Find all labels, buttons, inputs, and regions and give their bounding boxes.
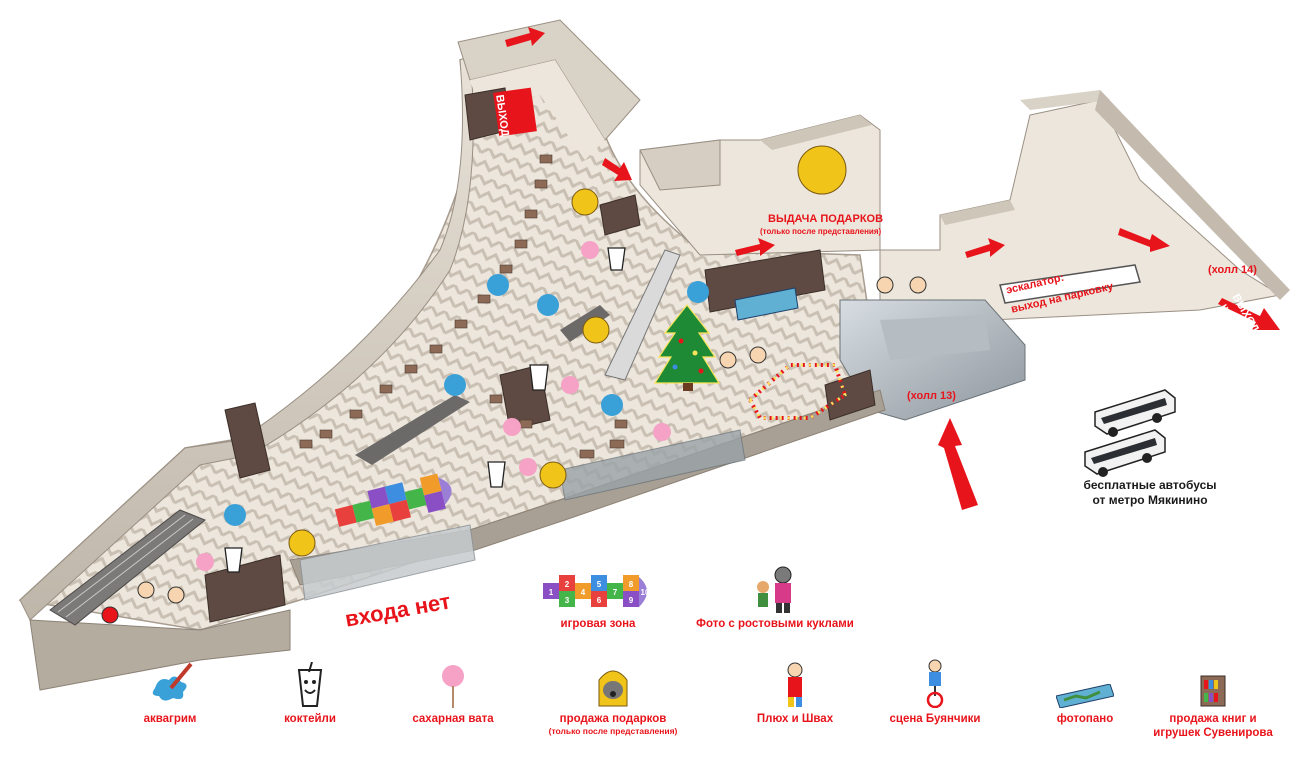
book-shelf-icon (1133, 660, 1293, 708)
exit-sign (493, 87, 537, 137)
hopscotch-number: 8 (629, 580, 634, 589)
bus-icon (1084, 389, 1176, 477)
legend-aquagrim-label: аквагрим (143, 713, 197, 725)
legend-gift-sales-note: (только после представления) (548, 726, 678, 736)
legend-cotton-candy-label: сахарная вата (412, 713, 494, 725)
legend-photo-panel: фотопано (1005, 660, 1165, 726)
legend-photo-dolls: Фото с ростовыми куклами (695, 565, 855, 631)
hopscotch-number: 4 (581, 588, 586, 597)
paint-splash-icon (224, 274, 709, 526)
unicycle-clown-icon (855, 659, 1015, 708)
legend-aquagrim: аквагрим (90, 660, 250, 726)
legend-play-zone-label: игровая зона (560, 618, 636, 630)
cotton-candy-icon (373, 660, 533, 708)
glass-fence-2 (559, 429, 746, 501)
gifts-note: (только после представления) (760, 227, 882, 236)
legend-stage: сцена Буянчики (855, 659, 1015, 726)
wolf-gift-icon (288, 145, 847, 557)
hopscotch-number: 7 (613, 588, 618, 597)
cotton-candy-icon (196, 241, 671, 571)
hopscotch-number: 10 (641, 588, 650, 597)
tree-icon (653, 304, 721, 391)
legend-cotton-candy: сахарная вата (373, 660, 533, 726)
legend-plush-label: Плюх и Швах (756, 713, 834, 725)
hopscotch-number: 6 (597, 596, 602, 605)
legend-photo-panel-label: фотопано (1056, 713, 1114, 725)
paint-splash-icon (90, 660, 250, 708)
legend-plush: Плюх и Швах (715, 660, 875, 726)
legend-stage-label: сцена Буянчики (889, 713, 981, 725)
hall14-label: (холл 14) (1208, 264, 1257, 276)
hopscotch-icon: 1 2 3 4 5 6 7 8 9 10 (518, 565, 678, 613)
clown-icon (715, 660, 875, 708)
hopscotch-number: 3 (565, 596, 570, 605)
parking-escalator (999, 264, 1141, 304)
hopscotch-map (334, 473, 452, 527)
hall13-label: (холл 13) (907, 390, 956, 402)
hall13-block (839, 299, 1026, 421)
hopscotch-number: 9 (629, 596, 634, 605)
photo-panel-icon (734, 287, 799, 321)
gifts-title: ВЫДАЧА ПОДАРКОВ (768, 213, 884, 225)
legend-cocktails-label: коктейли (284, 713, 336, 725)
bus-label-1: бесплатные автобусы (1083, 478, 1217, 492)
hopscotch-number: 5 (597, 580, 602, 589)
legend-books: продажа книг и игрушек Сувенирова (1133, 660, 1293, 740)
legend-books-label-1: продажа книг и (1169, 713, 1257, 725)
bus-label-2: от метро Мякинино (1092, 493, 1208, 507)
cocktail-icon (224, 247, 626, 573)
legend-gift-sales-label: продажа подарков (559, 713, 667, 725)
stage-circle (747, 363, 848, 420)
legend-photo-dolls-label: Фото с ростовыми куклами (696, 618, 854, 630)
left-escalators (49, 509, 206, 626)
clown-icon (101, 276, 927, 624)
legend-gift-sales: продажа подарков (только после представл… (533, 660, 693, 736)
hopscotch-number: 1 (549, 588, 554, 597)
hopscotch-number: 2 (565, 580, 570, 589)
legend-books-label-2: игрушек Сувенирова (1153, 727, 1273, 739)
photo-panel-icon (1005, 660, 1165, 708)
glass-fence (299, 524, 476, 601)
top-corridor (457, 19, 641, 160)
photo-dolls-icon (695, 565, 855, 613)
wolf-gift-icon (533, 660, 693, 708)
cocktail-icon (230, 660, 390, 708)
arrow-icon (505, 27, 1280, 510)
legend-cocktails: коктейли (230, 660, 390, 726)
legend-play-zone: 1 2 3 4 5 6 7 8 9 10 игровая зона (518, 565, 678, 631)
stalls-row (299, 154, 628, 459)
